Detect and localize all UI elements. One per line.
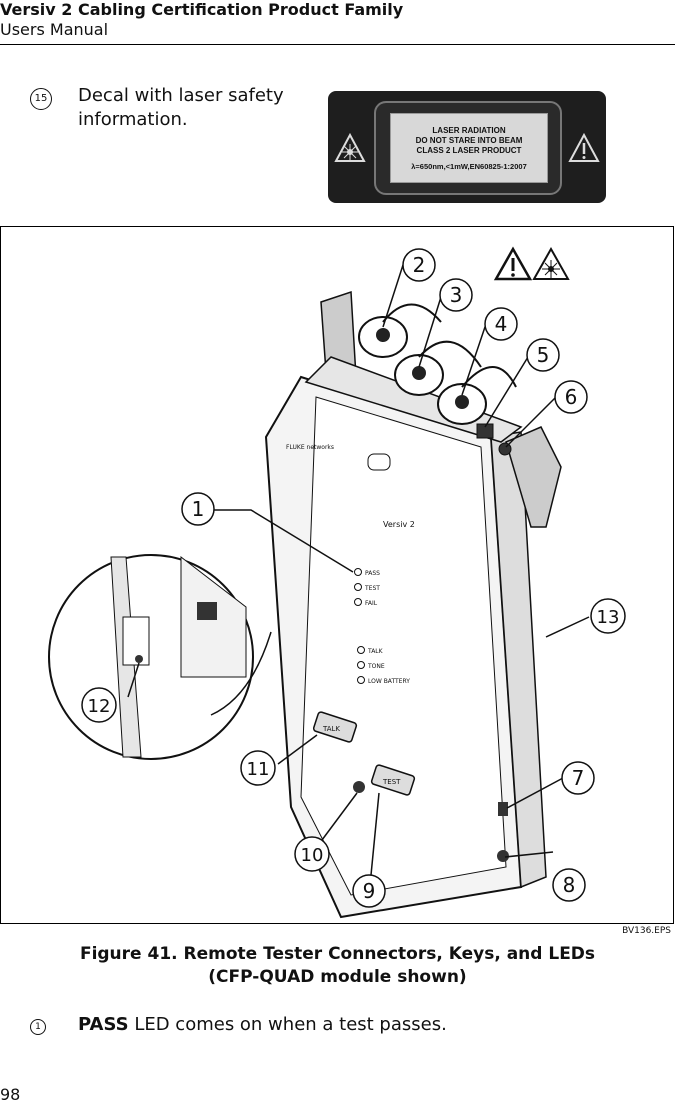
test-key: TEST <box>370 764 416 796</box>
callout-markers: 1 2 3 4 5 6 7 8 9 10 11 12 13 <box>81 248 626 908</box>
callout-6: 6 <box>554 380 588 414</box>
power-jack <box>497 850 509 862</box>
decal-text-panel: LASER RADIATION DO NOT STARE INTO BEAM C… <box>390 113 548 183</box>
svg-text:12: 12 <box>88 696 111 717</box>
svg-text:11: 11 <box>247 759 270 780</box>
led-label-fail: FAIL <box>365 600 378 607</box>
callout-5: 5 <box>526 338 560 372</box>
callout-7: 7 <box>561 761 595 795</box>
fiber-connector-caps <box>358 303 517 456</box>
page-number: 98 <box>0 1085 21 1104</box>
figure-frame: PASS TEST FAIL TALK TONE LOW BATTERY FLU… <box>0 226 674 924</box>
running-header-subtitle: Users Manual <box>0 20 109 39</box>
led-label-low-battery: LOW BATTERY <box>368 678 410 685</box>
remote-tester-illustration: PASS TEST FAIL TALK TONE LOW BATTERY FLU… <box>48 246 626 919</box>
callout-3: 3 <box>439 278 473 312</box>
item-1-description: PASS LED comes on when a test passes. <box>78 1014 447 1035</box>
svg-text:1: 1 <box>192 497 205 521</box>
decal-line-3: CLASS 2 LASER PRODUCT <box>416 145 522 155</box>
figure-caption-line-1: Figure 41. Remote Tester Connectors, Key… <box>79 944 596 964</box>
logo-badge <box>367 453 391 471</box>
callout-4: 4 <box>484 307 518 341</box>
figure-file-code: BV136.EPS <box>622 926 671 936</box>
callout-1: 1 <box>181 492 215 526</box>
item-1-text: LED comes on when a test passes. <box>128 1014 447 1035</box>
running-header-title: Versiv 2 Cabling Certification Product F… <box>0 0 404 19</box>
figure-caption-line-2: (CFP-QUAD module shown) <box>208 967 467 987</box>
callout-13: 13 <box>590 598 626 634</box>
laser-warning-icon <box>334 132 366 162</box>
brand-label: FLUKE networks <box>286 444 334 451</box>
callout-10: 10 <box>294 836 330 872</box>
led-label-tone: TONE <box>367 663 385 670</box>
callout-leaders <box>127 264 590 876</box>
figure-laser-icon <box>532 246 570 280</box>
caution-warning-icon <box>568 132 600 162</box>
svg-text:4: 4 <box>495 312 508 336</box>
test-key-label: TEST <box>382 778 401 786</box>
decal-line-2: DO NOT STARE INTO BEAM <box>415 135 523 145</box>
headset-jack <box>353 781 365 793</box>
callout-8: 8 <box>552 868 586 902</box>
usb-port <box>498 802 508 816</box>
figure-caption: Figure 41. Remote Tester Connectors, Key… <box>0 943 675 989</box>
svg-text:2: 2 <box>413 253 426 277</box>
svg-text:13: 13 <box>597 607 620 628</box>
decal-spec: λ=650nm,<1mW,EN60825-1:2007 <box>411 161 527 171</box>
svg-text:3: 3 <box>450 283 463 307</box>
led-labels: PASS TEST FAIL TALK TONE LOW BATTERY <box>364 570 410 685</box>
led-label-talk: TALK <box>367 648 384 655</box>
figure-caution-icon <box>493 246 533 281</box>
magnified-inset <box>48 554 272 760</box>
svg-text:10: 10 <box>301 845 324 866</box>
decal-inner-frame: LASER RADIATION DO NOT STARE INTO BEAM C… <box>374 101 562 195</box>
tester-body <box>264 290 562 919</box>
led-column <box>354 568 365 684</box>
led-label-test: TEST <box>364 585 380 592</box>
svg-text:5: 5 <box>537 343 550 367</box>
svg-text:7: 7 <box>572 766 585 790</box>
header-rule <box>0 44 675 45</box>
svg-text:9: 9 <box>363 879 376 903</box>
model-label: Versiv 2 <box>383 520 415 529</box>
laser-safety-decal: LASER RADIATION DO NOT STARE INTO BEAM C… <box>328 91 606 203</box>
callout-9: 9 <box>352 874 386 908</box>
svg-text:8: 8 <box>563 873 576 897</box>
callout-12: 12 <box>81 687 117 723</box>
item-15-description: Decal with laser safety information. <box>78 85 284 130</box>
svg-text:6: 6 <box>565 385 578 409</box>
item-15-marker: 15 <box>30 88 52 110</box>
callout-2: 2 <box>402 248 436 282</box>
talk-key-label: TALK <box>322 725 340 733</box>
item-1-bold-term: PASS <box>78 1014 129 1035</box>
decal-warning-icons <box>334 132 600 162</box>
talk-key: TALK <box>312 711 358 743</box>
decal-line-1: LASER RADIATION <box>432 125 506 135</box>
led-label-pass: PASS <box>365 570 380 577</box>
item-1-marker: 1 <box>30 1019 46 1035</box>
callout-11: 11 <box>240 750 276 786</box>
